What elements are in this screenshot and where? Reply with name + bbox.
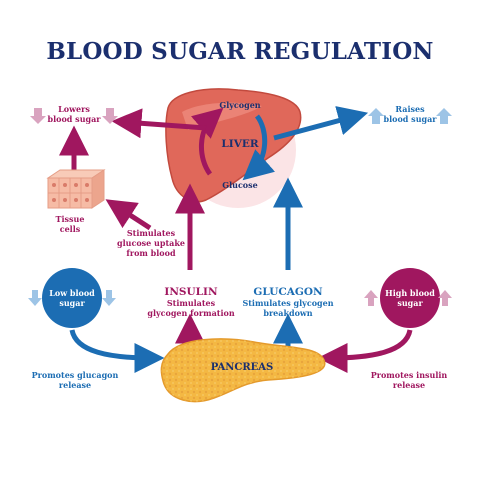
promotes-insulin-label: Promotes insulin release xyxy=(362,370,456,390)
lowers-line2: blood sugar xyxy=(47,114,101,124)
promote-glucagon-line1: Promotes glucagon xyxy=(31,370,119,380)
promote-insulin-line2: release xyxy=(392,380,426,390)
pancreas-label: PANCREAS xyxy=(210,362,274,373)
arrow-uptake-to-tissue xyxy=(105,199,152,231)
uptake-label: Stimulates glucose uptake from blood xyxy=(108,228,194,258)
glucose-label: Glucose xyxy=(222,180,258,190)
uptake-line2: glucose uptake xyxy=(117,238,185,248)
raises-line1: Raises xyxy=(395,104,425,114)
raises-line2: blood sugar xyxy=(383,114,437,124)
arrow-liver-to-raises xyxy=(273,106,369,141)
pancreas-texture xyxy=(161,338,325,402)
insulin-line1: Stimulates xyxy=(166,298,216,308)
lowers-line1: Lowers xyxy=(58,104,90,114)
insulin-line2: glycogen formation xyxy=(147,308,235,318)
liver-label: LIVER xyxy=(221,138,259,150)
cycle-arrow-glucose-to-glycogen xyxy=(190,107,224,176)
tissue-cells xyxy=(46,169,106,209)
glucagon-line2: breakdown xyxy=(263,308,313,318)
glucagon-title: GLUCAGON xyxy=(253,286,323,298)
arrow-low-to-pancreas xyxy=(69,329,165,373)
low-line2: sugar xyxy=(59,298,85,308)
low-blood-sugar-circle xyxy=(42,268,102,328)
low-down-arrows xyxy=(28,290,116,306)
arrow-liver-to-lowers xyxy=(111,108,207,139)
page-title: BLOOD SUGAR REGULATION xyxy=(46,38,434,65)
high-up-arrows xyxy=(364,290,452,306)
tissue-line1: Tissue xyxy=(55,214,85,224)
glucagon-block: GLUCAGON Stimulates glycogen breakdown xyxy=(236,286,340,318)
tissue-line2: cells xyxy=(59,224,81,234)
promote-glucagon-line2: release xyxy=(58,380,92,390)
glycogen-label: Glycogen xyxy=(219,100,261,110)
promotes-glucagon-label: Promotes glucagon release xyxy=(28,370,122,390)
raises-blood-sugar-label: Raises blood sugar xyxy=(372,104,448,124)
tissue-cells-label: Tissue cells xyxy=(40,214,100,234)
high-line1: High blood xyxy=(385,288,435,298)
cycle-arrow-glycogen-to-glucose xyxy=(242,114,276,181)
glucagon-line1: Stimulates glycogen xyxy=(242,298,334,308)
lowers-blood-sugar-label: Lowers blood sugar xyxy=(36,104,112,124)
promote-insulin-line1: Promotes insulin xyxy=(370,370,448,380)
arrow-high-to-pancreas xyxy=(317,329,413,373)
insulin-title: INSULIN xyxy=(164,286,218,298)
high-line2: sugar xyxy=(397,298,423,308)
high-blood-sugar-label: High blood sugar xyxy=(382,288,438,308)
uptake-line1: Stimulates xyxy=(126,228,176,238)
low-blood-sugar-label: Low blood sugar xyxy=(44,288,100,308)
lowers-down-arrows xyxy=(30,108,118,124)
low-line1: Low blood xyxy=(49,288,95,298)
high-blood-sugar-circle xyxy=(380,268,440,328)
insulin-block: INSULIN Stimulates glycogen formation xyxy=(142,286,240,318)
uptake-line3: from blood xyxy=(126,248,176,258)
raises-up-arrows xyxy=(368,108,452,124)
